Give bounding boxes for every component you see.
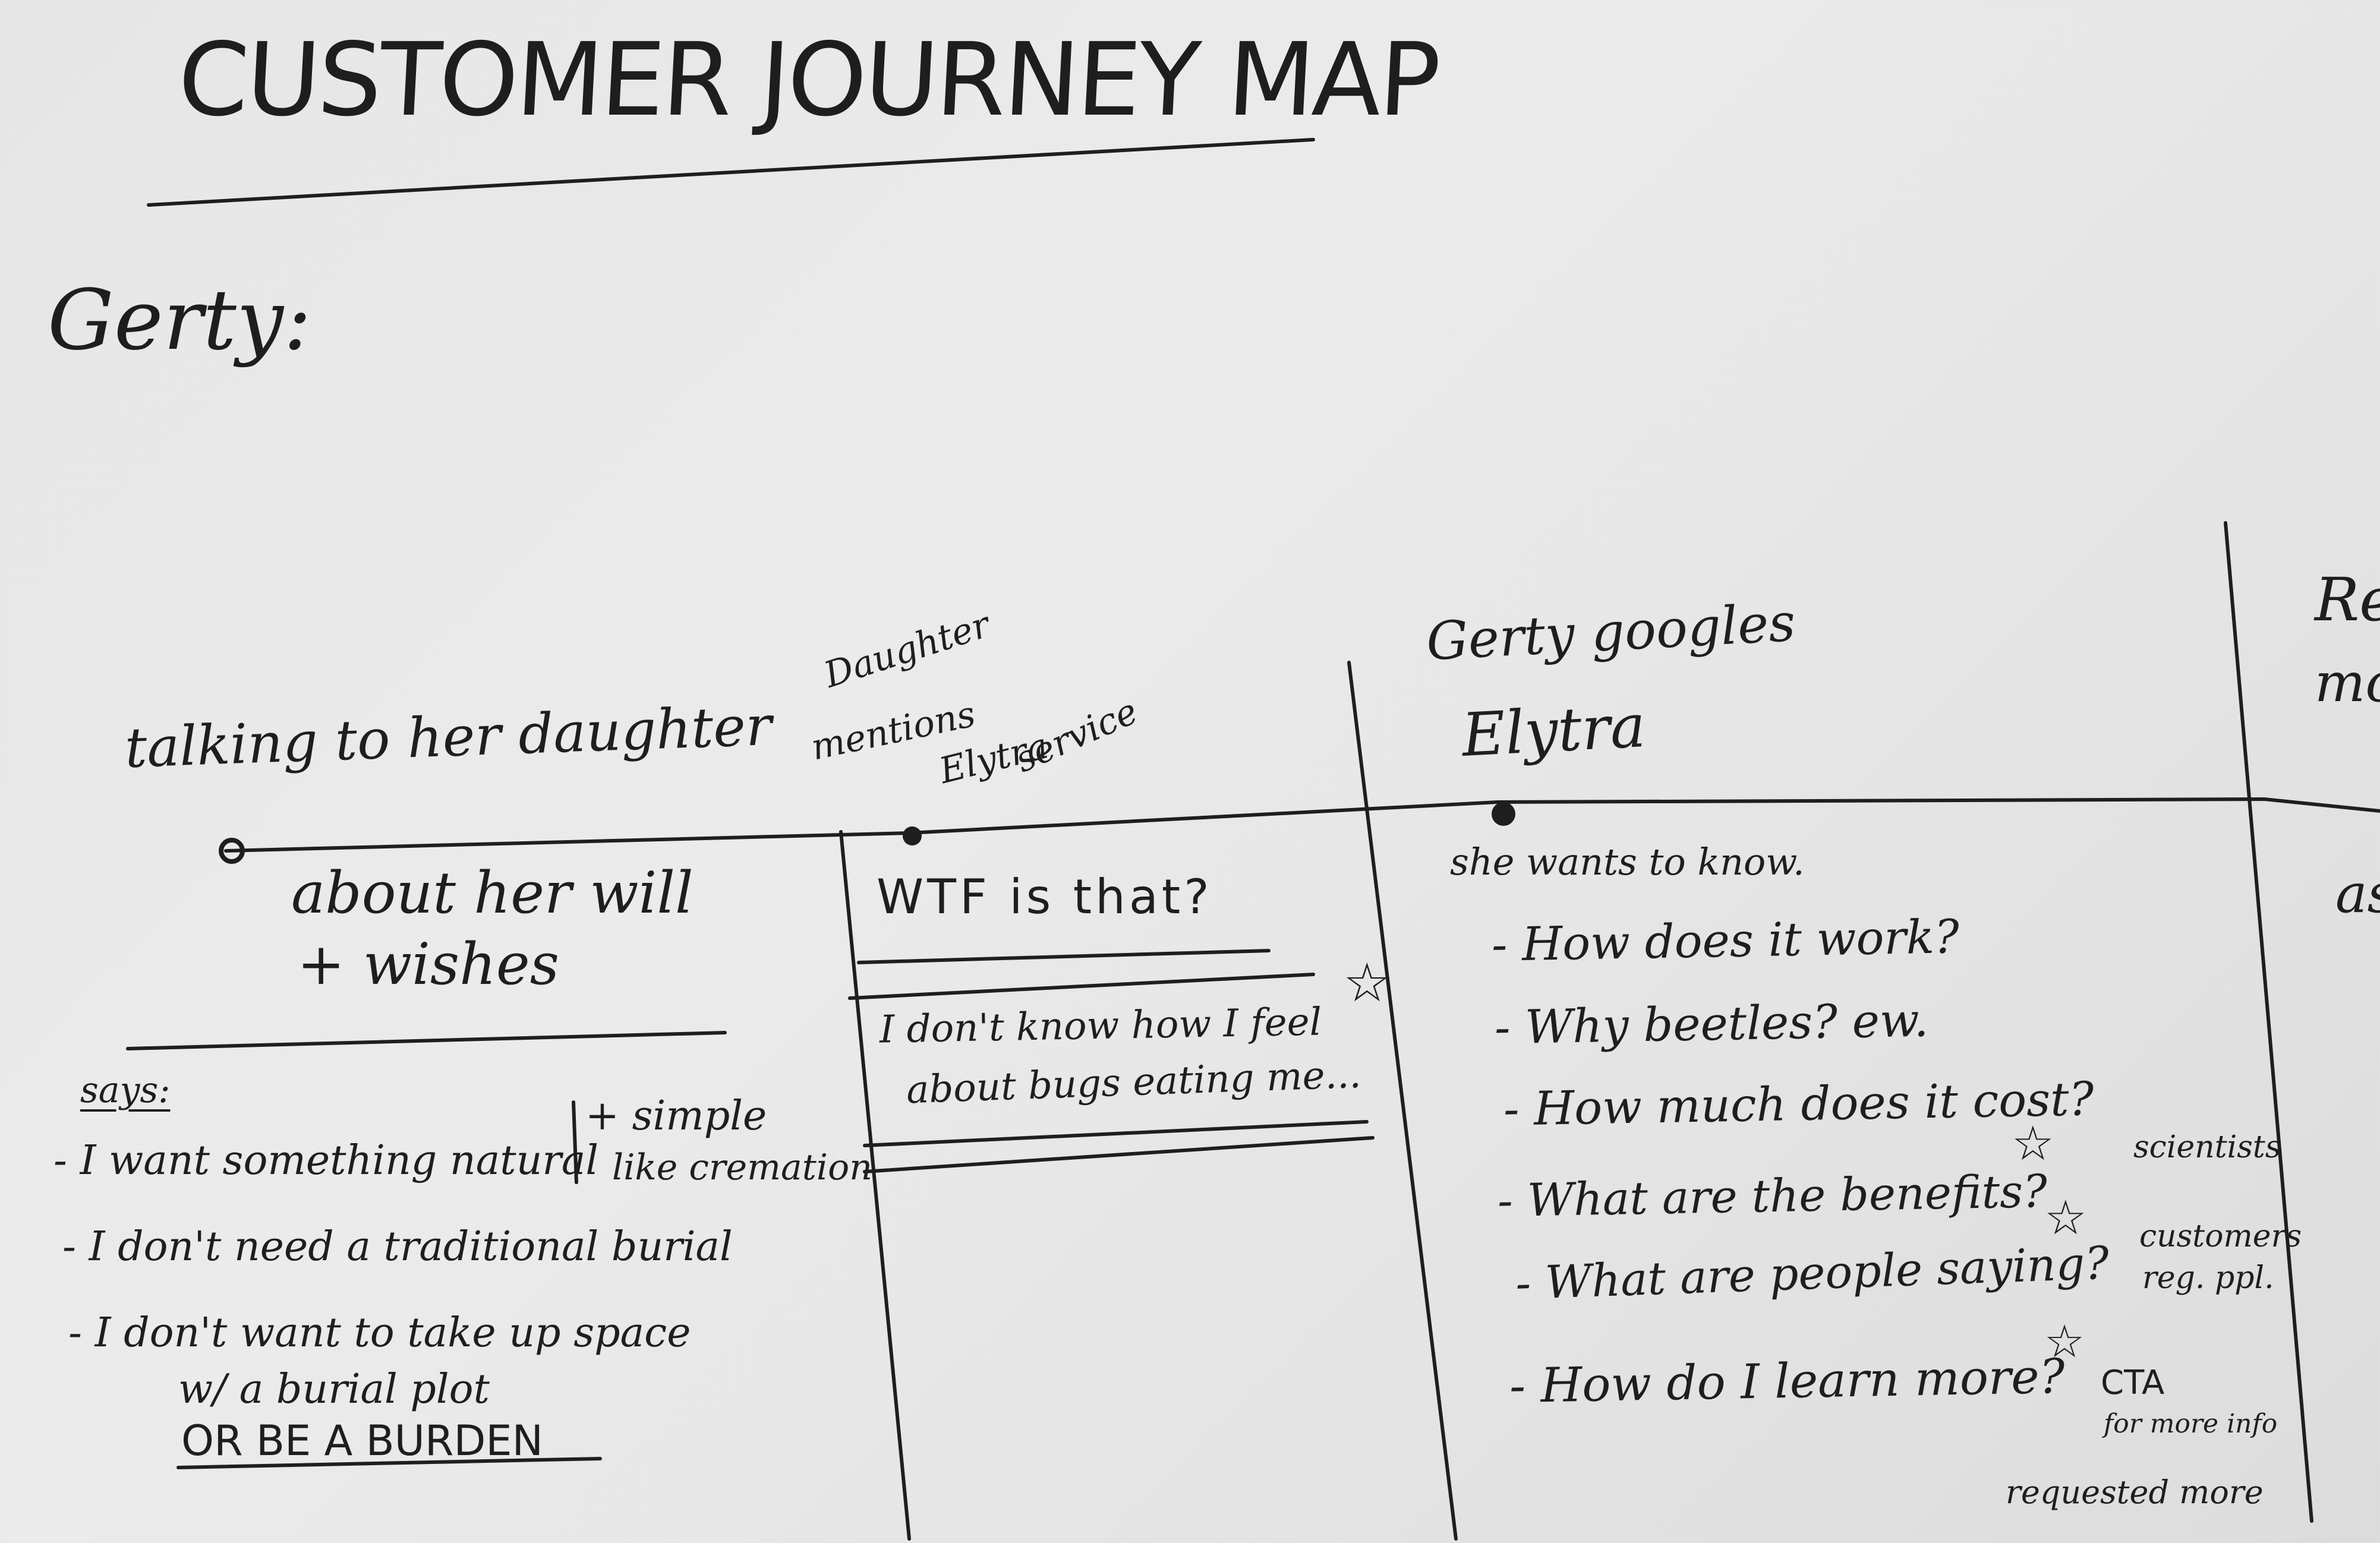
timeline-node-3 xyxy=(1492,802,1515,826)
says-item-3-emphasis: OR BE A BURDEN xyxy=(181,1416,544,1465)
says-label: says: xyxy=(80,1069,171,1111)
says-item-3-cont: w/ a burial plot xyxy=(178,1366,490,1413)
says-item-1-extra-2: like cremation xyxy=(612,1147,872,1188)
stage4-label-1: Re xyxy=(2315,565,2380,635)
stage3-question-4: - What are the benefits? xyxy=(1497,1164,2048,1228)
stage3-question-2: - Why beetles? ew. xyxy=(1494,993,1929,1055)
stage3-question-3: - How much does it cost? xyxy=(1503,1072,2095,1137)
says-item-3: - I don't want to take up space xyxy=(68,1310,691,1356)
stage2-line-d xyxy=(863,1136,1375,1173)
star-icon-learn: ☆ xyxy=(2044,1315,2085,1368)
divider-1 xyxy=(839,830,911,1541)
burden-underline xyxy=(176,1457,602,1469)
persona-name: Gerty: xyxy=(48,272,312,369)
stage3-question-6: - How do I learn more? xyxy=(1509,1348,2066,1414)
timeline-node-1 xyxy=(219,838,245,864)
stage3-question-1: - How does it work? xyxy=(1491,910,1960,972)
stage2-feeling-1: I don't know how I feel xyxy=(879,1000,1322,1052)
side-note-cta: CTA xyxy=(2101,1364,2165,1402)
divider-3 xyxy=(2224,521,2313,1523)
star-icon-people: ☆ xyxy=(2044,1190,2087,1245)
bracket-mark xyxy=(572,1100,578,1184)
stage1-detail-2: + wishes xyxy=(297,931,559,998)
side-note-reg-ppl: reg. ppl. xyxy=(2142,1260,2274,1296)
side-note-requested: requested more xyxy=(2006,1473,2264,1511)
stage4-label-2: mo xyxy=(2315,652,2380,714)
side-note-more-info: for more info xyxy=(2104,1409,2278,1439)
says-item-1-extra: + simple xyxy=(585,1093,767,1140)
timeline-node-2 xyxy=(903,826,922,845)
stage2-question: WTF is that? xyxy=(877,869,1213,924)
stage2-line-b xyxy=(848,973,1315,1000)
stage2-line-a xyxy=(857,949,1271,964)
star-icon-benefits: ☆ xyxy=(2012,1116,2054,1171)
timeline xyxy=(224,797,2380,853)
star-icon: ☆ xyxy=(1343,952,1391,1014)
side-note-customers: customers xyxy=(2139,1219,2302,1254)
stage3-intro: she wants to know. xyxy=(1450,840,1805,883)
stage3-label-2: Elytra xyxy=(1460,690,1647,771)
stage4-note: as xyxy=(2335,863,2380,925)
says-item-2: - I don't need a traditional burial xyxy=(62,1223,733,1270)
side-note-scientists: scientists xyxy=(2133,1129,2281,1165)
says-item-1: - I want something natural xyxy=(53,1137,599,1184)
stage1-divider-line xyxy=(126,1031,727,1050)
stage2-line-c xyxy=(863,1120,1369,1147)
title-underline xyxy=(147,138,1315,207)
stage1-detail-1: about her will xyxy=(291,860,693,926)
page-title: CUSTOMER JOURNEY MAP xyxy=(175,21,1441,139)
divider-2 xyxy=(1347,661,1458,1541)
